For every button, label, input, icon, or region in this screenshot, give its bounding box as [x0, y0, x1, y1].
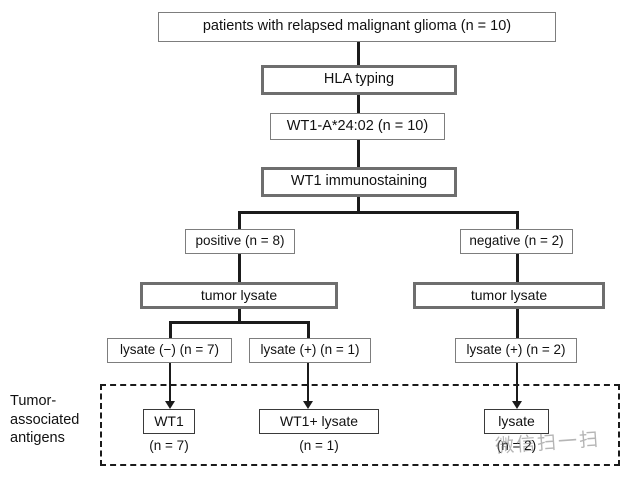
connector-immunostaining-bus — [238, 211, 519, 214]
node-tumor-lysate-left-label: tumor lysate — [200, 286, 278, 303]
node-lysate-negative-box: lysate (−) (n = 7) — [107, 338, 232, 363]
node-positive-box: positive (n = 8) — [185, 229, 295, 254]
connector-bus-to-negative — [516, 211, 519, 229]
node-wt1-immunostaining-label: WT1 immunostaining — [290, 173, 428, 190]
node-lysate-positive-right-label: lysate (+) (n = 2) — [466, 342, 566, 358]
connector-tumor-lysate-right-to-lysate-pos — [516, 309, 519, 338]
connector-tumor-lysate-left-bus — [169, 321, 310, 324]
outcome-lysate-count: (n = 2) — [496, 438, 537, 453]
connector-hla-to-wt1a — [357, 95, 360, 113]
node-wt1-immunostaining-box: WT1 immunostaining — [261, 167, 457, 197]
connector-arrow-shaft-wt1 — [169, 363, 171, 403]
tumor-associated-antigens-label: Tumor- associated antigens — [10, 393, 80, 447]
outcome-lysate-box: lysate — [484, 409, 549, 434]
node-tumor-lysate-right-label: tumor lysate — [470, 286, 548, 303]
node-hla-typing-box: HLA typing — [261, 65, 457, 95]
node-lysate-negative-label: lysate (−) (n = 7) — [119, 342, 220, 358]
connector-positive-to-tumor-lysate — [238, 254, 241, 282]
connector-arrow-shaft-wt1-lysate — [307, 363, 309, 403]
outcome-wt1-lysate-count: (n = 1) — [299, 438, 339, 453]
connector-bus-to-positive — [238, 211, 241, 229]
node-wt1-allele-label: WT1-A*24:02 (n = 10) — [286, 117, 429, 134]
connector-bus-to-lysate-neg — [169, 321, 172, 338]
outcome-wt1-box: WT1 — [143, 409, 195, 434]
node-lysate-positive-label: lysate (+) (n = 1) — [260, 342, 360, 358]
node-tumor-lysate-right-box: tumor lysate — [413, 282, 605, 309]
node-positive-label: positive (n = 8) — [195, 233, 285, 249]
outcome-wt1-label: WT1 — [154, 412, 184, 429]
arrow-head-lysate — [512, 401, 522, 409]
node-negative-box: negative (n = 2) — [460, 229, 573, 254]
arrow-head-wt1 — [165, 401, 175, 409]
node-negative-label: negative (n = 2) — [469, 233, 564, 249]
connector-patients-to-hla — [357, 42, 360, 65]
node-patients-box: patients with relapsed malignant glioma … — [158, 12, 556, 42]
node-lysate-positive-right-box: lysate (+) (n = 2) — [455, 338, 577, 363]
outcome-wt1-count: (n = 7) — [149, 438, 189, 453]
node-wt1-allele-box: WT1-A*24:02 (n = 10) — [270, 113, 445, 140]
connector-negative-to-tumor-lysate — [516, 254, 519, 282]
outcome-wt1-lysate-label: WT1+ lysate — [279, 412, 359, 429]
connector-arrow-shaft-lysate — [516, 363, 518, 403]
arrow-head-wt1-lysate — [303, 401, 313, 409]
node-tumor-lysate-left-box: tumor lysate — [140, 282, 338, 309]
node-patients-label: patients with relapsed malignant glioma … — [202, 18, 512, 35]
connector-immunostaining-stem — [357, 197, 360, 213]
node-hla-typing-label: HLA typing — [323, 71, 395, 88]
node-lysate-positive-box: lysate (+) (n = 1) — [249, 338, 371, 363]
connector-tumor-lysate-left-stem — [238, 309, 241, 323]
connector-wt1a-to-immunostaining — [357, 140, 360, 167]
outcome-lysate-label: lysate — [498, 412, 535, 429]
connector-bus-to-lysate-pos — [307, 321, 310, 338]
outcome-wt1-lysate-box: WT1+ lysate — [259, 409, 379, 434]
tumor-associated-antigens-group — [100, 384, 620, 466]
